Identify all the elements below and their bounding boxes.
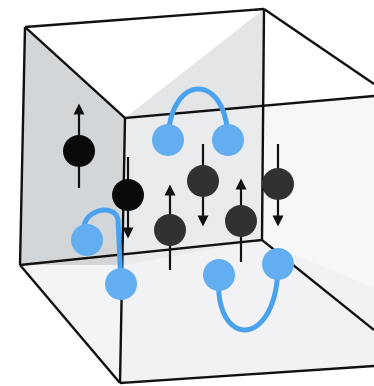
spin-ball <box>154 214 186 246</box>
edge-top-back-right <box>264 9 374 84</box>
pair-ball <box>152 124 184 156</box>
pair-ball <box>262 248 294 280</box>
spin-ball <box>262 168 294 200</box>
pair-ball <box>105 268 137 300</box>
spin-ball <box>63 135 95 167</box>
pair-ball <box>212 124 244 156</box>
pair-ball <box>71 224 103 256</box>
spin-ball <box>112 179 144 211</box>
spin-ball <box>225 205 257 237</box>
pair-ball <box>203 259 235 291</box>
edge-top-left <box>25 9 264 27</box>
spin-ball <box>187 165 219 197</box>
